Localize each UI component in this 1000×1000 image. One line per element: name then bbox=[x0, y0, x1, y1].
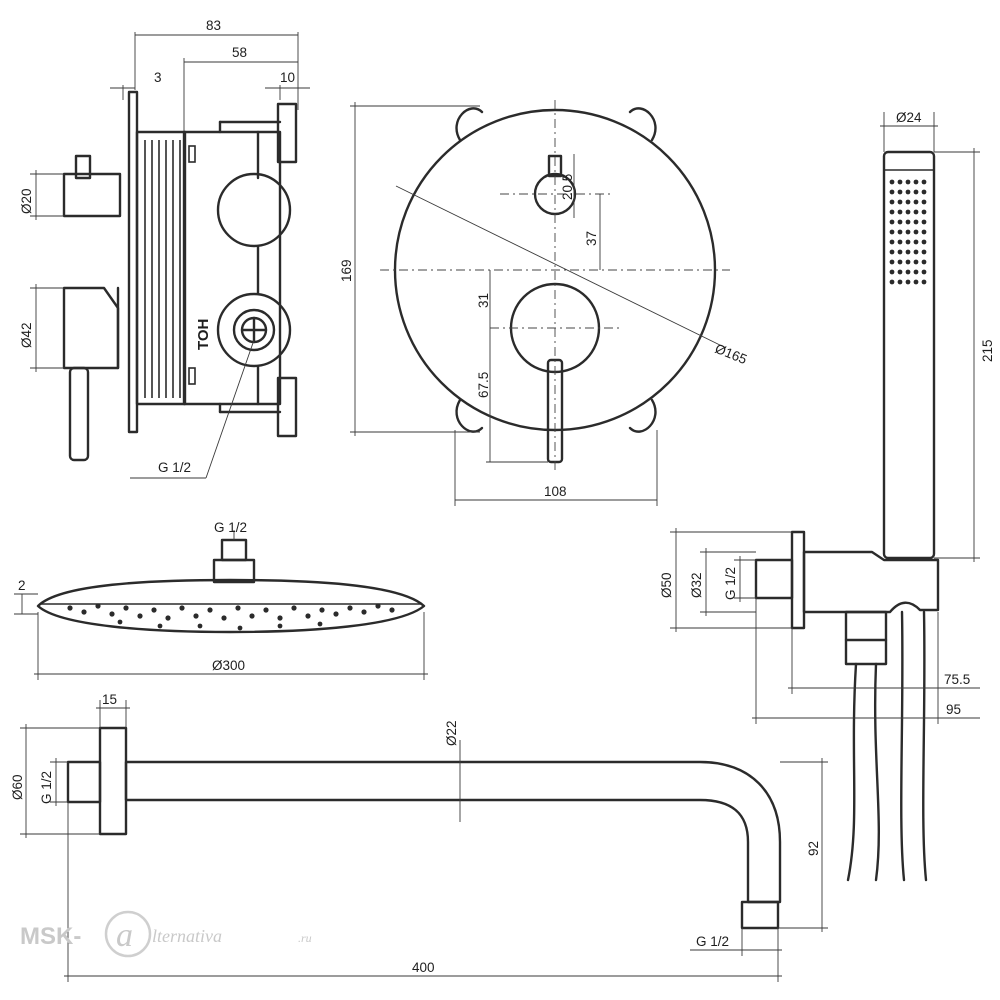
outlet-body bbox=[802, 550, 940, 614]
watermark-tld: .ru bbox=[298, 931, 312, 945]
dim-arm-end-thread: G 1/2 bbox=[696, 934, 729, 949]
dim-shower-head-thickness: 2 bbox=[18, 578, 26, 593]
dim-plate-thickness: 3 bbox=[154, 70, 162, 85]
shower-head-nozzles bbox=[67, 603, 395, 631]
watermark-suffix: lternativa bbox=[152, 926, 222, 946]
shower-head-view: G 1/2 2 Ø300 bbox=[14, 520, 428, 680]
arm-wall-flange bbox=[98, 726, 128, 836]
lever-hub bbox=[62, 286, 120, 370]
dim-mount-spacing: 108 bbox=[544, 484, 567, 499]
dim-outlet-depth: 75.5 bbox=[944, 672, 970, 687]
watermark-at-glyph: a bbox=[116, 917, 133, 954]
rear-cap-top bbox=[276, 102, 298, 164]
valve-label: TOH bbox=[195, 319, 212, 350]
dim-lever-hub: Ø42 bbox=[19, 322, 34, 348]
dim-outlet-total: 95 bbox=[946, 702, 961, 717]
rear-cap-bottom bbox=[276, 376, 298, 438]
watermark-prefix: MSK- bbox=[20, 923, 81, 950]
arm-tube bbox=[124, 760, 782, 904]
shower-arm-view: 15 Ø22 Ø60 G 1/2 92 G 1/2 400 bbox=[10, 692, 828, 982]
arm-wall-thread bbox=[66, 760, 102, 804]
dim-valve-width: 83 bbox=[206, 18, 221, 33]
valve-side-view: 83 58 3 10 bbox=[19, 18, 310, 479]
dim-arm-flange: 15 bbox=[102, 692, 117, 707]
dim-arm-tube: Ø22 bbox=[444, 720, 459, 746]
watermark-logo: MSK- a lternativa .ru bbox=[20, 910, 312, 958]
dim-outlet-flange: Ø50 bbox=[659, 572, 674, 598]
dim-knob-to-center: 37 bbox=[584, 231, 599, 246]
inlet-thread bbox=[232, 308, 276, 352]
dim-arm-flange-dia: Ø60 bbox=[10, 774, 25, 800]
dim-small-knob: Ø20 bbox=[19, 188, 34, 214]
hand-shower-view: Ø24 215 bbox=[880, 110, 995, 562]
mount-ear-bl bbox=[455, 398, 484, 433]
dim-valve-depth: 58 bbox=[232, 45, 247, 60]
thread-lines bbox=[144, 140, 181, 398]
dim-arm-drop: 92 bbox=[806, 841, 821, 856]
dim-arm-wall-thread: G 1/2 bbox=[39, 771, 54, 804]
dim-outlet-thread: G 1/2 bbox=[723, 567, 738, 600]
dim-hand-shower-dia: Ø24 bbox=[896, 110, 922, 125]
shower-head-connector bbox=[212, 558, 256, 584]
dim-shower-head-dia: Ø300 bbox=[212, 658, 245, 673]
dim-outlet-body: Ø32 bbox=[689, 572, 704, 598]
dim-knob-offset: 20.5 bbox=[560, 174, 575, 200]
dim-center-to-lever: 31 bbox=[476, 293, 491, 308]
arm-end-thread bbox=[740, 900, 780, 930]
hose-right bbox=[900, 610, 906, 882]
hand-shower-body bbox=[882, 150, 936, 560]
dim-rosette-height: 169 bbox=[339, 259, 354, 282]
dim-lever-length: 67.5 bbox=[476, 372, 491, 398]
mount-ear-br bbox=[628, 398, 657, 433]
dim-arm-length: 400 bbox=[412, 960, 435, 975]
hose-left bbox=[846, 662, 858, 882]
wall-outlet-view: Ø50 Ø32 G 1/2 75.5 95 bbox=[659, 528, 980, 882]
dim-rosette-dia: Ø165 bbox=[713, 341, 749, 367]
dim-hand-shower-length: 215 bbox=[980, 339, 995, 362]
dim-rear-cap: 10 bbox=[280, 70, 295, 85]
rosette-front-view: Ø165 169 20.5 37 31 67.5 108 bbox=[339, 100, 749, 506]
upper-port bbox=[216, 172, 292, 248]
shower-head-disc bbox=[36, 578, 426, 634]
dim-shower-head-thread: G 1/2 bbox=[214, 520, 247, 535]
spray-holes bbox=[889, 179, 927, 285]
hose-nut bbox=[844, 610, 888, 666]
outlet-flange bbox=[790, 530, 806, 630]
dim-valve-inlet: G 1/2 bbox=[158, 460, 191, 475]
mount-ear-tr bbox=[628, 107, 657, 142]
lever-handle bbox=[68, 366, 90, 462]
lower-port bbox=[216, 292, 292, 368]
outlet-thread-stub bbox=[754, 558, 794, 600]
mount-ear-tl bbox=[455, 107, 484, 142]
diverter-knob bbox=[62, 172, 122, 218]
